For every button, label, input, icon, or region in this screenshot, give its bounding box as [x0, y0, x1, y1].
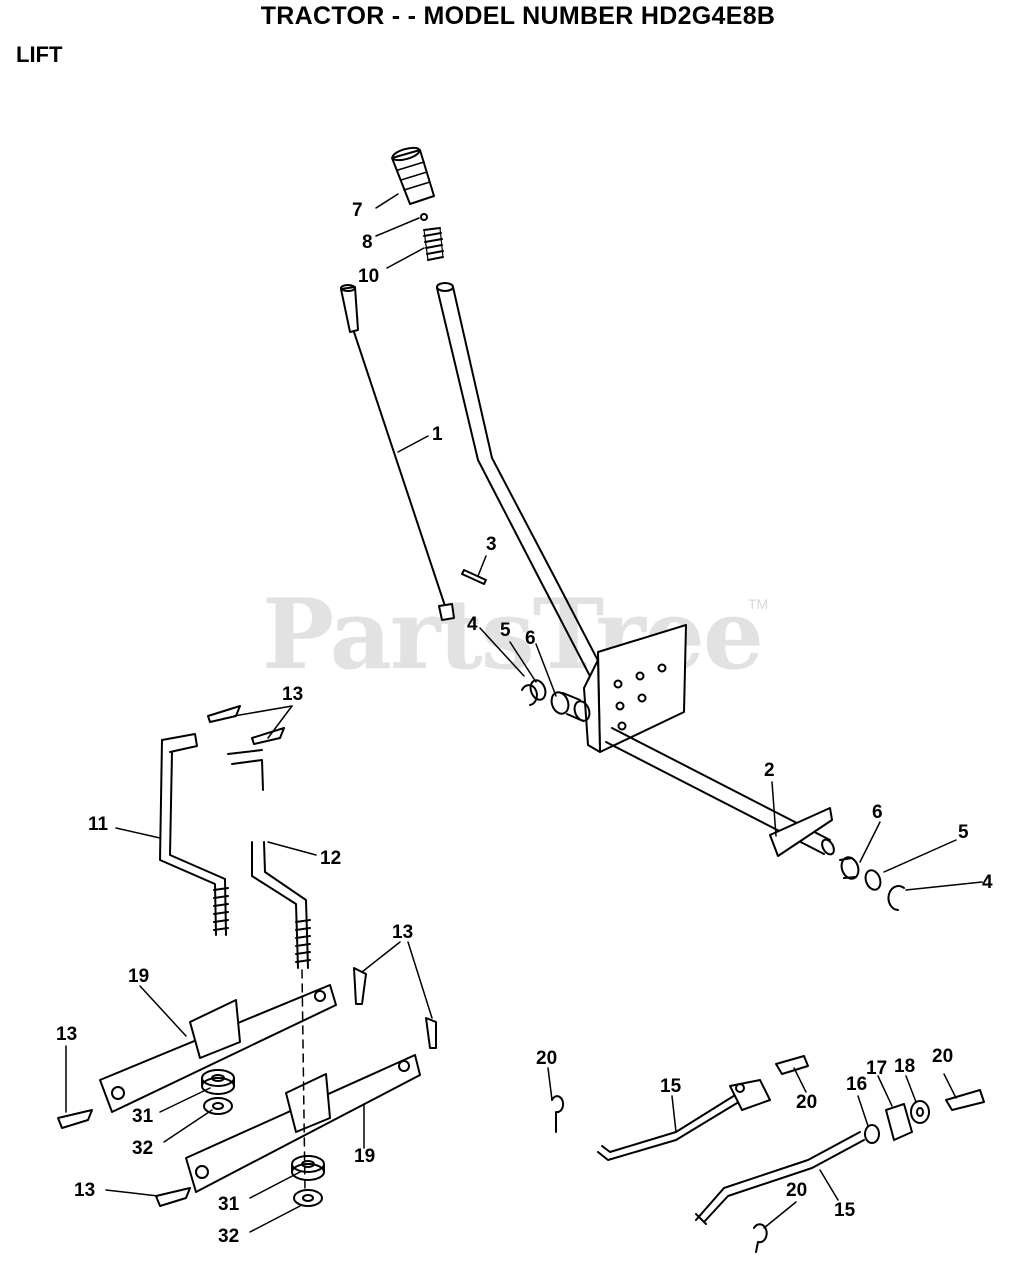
callout-10: 10 — [358, 266, 379, 287]
part-2-lift-shaft — [605, 727, 835, 857]
part-19-lift-arm-lower — [185, 1054, 421, 1193]
part-13-cotter-pin-e — [57, 1109, 93, 1129]
part-11-link-rod — [159, 733, 229, 936]
part-17-block — [885, 1103, 913, 1141]
callout-19-lower: 19 — [354, 1146, 375, 1167]
callout-19-upper: 19 — [128, 966, 149, 987]
callout-20-d: 20 — [786, 1180, 807, 1201]
part-4-clip-left — [521, 684, 538, 706]
part-6-bushing-right — [839, 856, 860, 880]
part-10-spring — [423, 227, 444, 261]
part-13-cotter-pin-a — [207, 705, 241, 723]
callout-20-c: 20 — [932, 1046, 953, 1067]
part-12-link-rod — [227, 749, 311, 969]
callout-6-left: 6 — [525, 628, 536, 649]
callout-2: 2 — [764, 760, 775, 781]
page-title: TRACTOR - - MODEL NUMBER HD2G4E8B — [260, 2, 776, 30]
callout-4-right: 4 — [982, 872, 993, 893]
part-7-grip — [391, 146, 435, 205]
part-8-ball — [420, 213, 428, 221]
callout-17: 17 — [866, 1058, 887, 1079]
part-15-rod-lower — [695, 1131, 865, 1225]
part-16-washer — [864, 1124, 880, 1144]
part-20-clip-d — [753, 1223, 768, 1253]
part-13-cotter-pin-c — [353, 967, 367, 1005]
part-32-nut-lower — [293, 1189, 323, 1207]
part-13-cotter-pin-f — [155, 1187, 191, 1207]
callout-18: 18 — [894, 1056, 915, 1077]
watermark-trademark: TM — [748, 596, 769, 612]
part-32-nut-upper — [203, 1097, 233, 1115]
callout-labels: 7 8 10 1 3 4 5 6 13 11 12 2 6 5 4 13 19 … — [56, 200, 993, 1247]
callout-7: 7 — [352, 200, 363, 221]
part-15-rod-upper — [597, 1079, 771, 1161]
callout-3: 3 — [486, 534, 497, 555]
lift-bracket-plate — [583, 624, 687, 753]
part-5-washer-right — [864, 869, 882, 891]
part-20-clip-c — [945, 1089, 985, 1111]
callout-13-bottom: 13 — [74, 1180, 95, 1201]
callout-8: 8 — [362, 232, 373, 253]
callout-15-lower: 15 — [834, 1200, 856, 1221]
alignment-dash-line — [301, 969, 306, 1191]
part-6-bushing-left — [550, 691, 591, 722]
callout-13-mid: 13 — [392, 922, 413, 943]
part-31-spacer-lower — [291, 1155, 325, 1181]
part-20-clip-b — [775, 1055, 809, 1075]
section-title: LIFT — [16, 42, 63, 67]
callout-13-left: 13 — [56, 1024, 77, 1045]
callout-1: 1 — [432, 424, 443, 445]
part-20-clip-a — [551, 1095, 565, 1133]
callout-5-right: 5 — [958, 822, 969, 843]
callout-13-top: 13 — [282, 684, 303, 705]
callout-20-a: 20 — [536, 1048, 557, 1069]
callout-31-lower: 31 — [218, 1194, 240, 1215]
callout-12: 12 — [320, 848, 341, 869]
callout-4-left: 4 — [467, 614, 478, 635]
callout-31-upper: 31 — [132, 1106, 154, 1127]
part-31-spacer-upper — [201, 1069, 235, 1095]
callout-11: 11 — [88, 814, 109, 835]
part-13-cotter-pin-d — [425, 1017, 437, 1049]
part-13-cotter-pin-b — [251, 727, 285, 745]
callout-5-left: 5 — [500, 620, 511, 641]
part-5-washer-left — [529, 679, 547, 701]
callout-15-upper: 15 — [660, 1076, 682, 1097]
callout-6-right: 6 — [872, 802, 883, 823]
lift-handle-lever — [436, 282, 607, 681]
part-18-nut — [910, 1100, 930, 1124]
callout-leaders — [65, 193, 983, 1233]
callout-32-lower: 32 — [218, 1226, 239, 1247]
callout-16: 16 — [846, 1074, 867, 1095]
callout-32-upper: 32 — [132, 1138, 153, 1159]
part-19-lift-arm-upper — [99, 984, 337, 1113]
part-4-clip-right — [887, 885, 905, 911]
part-1-lift-rod — [340, 284, 455, 621]
callout-20-b: 20 — [796, 1092, 817, 1113]
part-3-pin — [461, 569, 487, 585]
